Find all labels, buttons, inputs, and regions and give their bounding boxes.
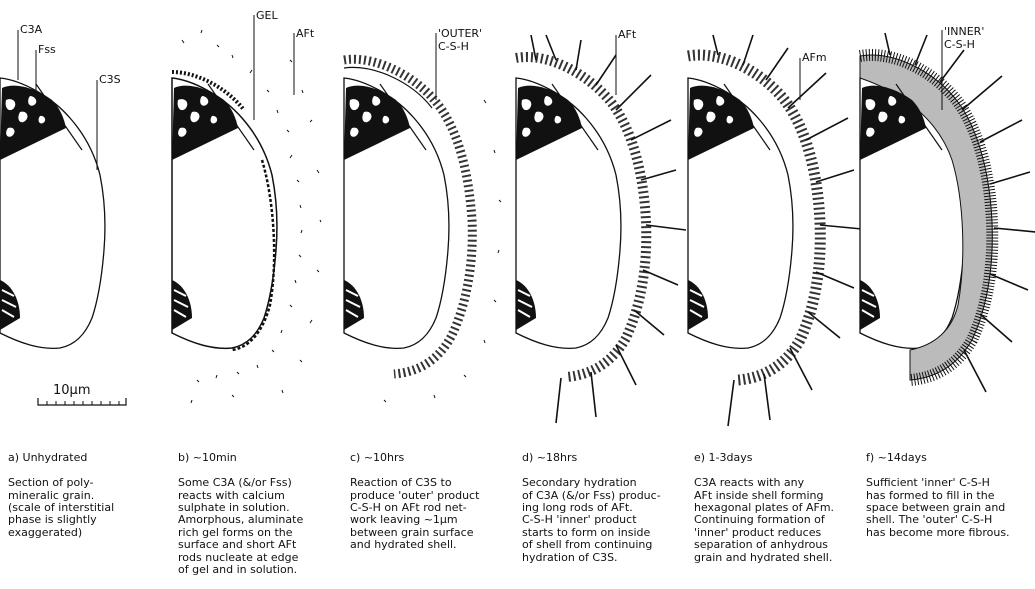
label-fss: Fss — [38, 43, 56, 56]
caption-f-body: Sufficient 'inner' C-S-H has formed to f… — [866, 477, 1034, 539]
panel-e-figure: AFm — [688, 35, 862, 426]
panel-a-figure: C3A Fss C3S 10µm — [0, 23, 126, 405]
caption-d: d) ~18hrs Secondary hydration of C3A (&/… — [522, 440, 687, 576]
label-inner: 'INNER' — [944, 25, 984, 38]
panel-b-figure: GEL AFt — [172, 9, 321, 403]
label-gel: GEL — [256, 9, 278, 22]
label-c3s: C3S — [99, 73, 121, 86]
caption-b-head: b) ~10min — [178, 452, 343, 464]
caption-b-body: Some C3A (&/or Fss) reacts with calcium … — [178, 477, 343, 576]
panel-c-figure: 'OUTER' C-S-H — [344, 27, 501, 402]
panel-d-figure: AFt — [516, 28, 686, 423]
caption-a-head: a) Unhydrated — [8, 452, 168, 464]
caption-e: e) 1-3days C3A reacts with any AFt insid… — [694, 440, 862, 576]
label-c3a: C3A — [20, 23, 43, 36]
caption-d-body: Secondary hydration of C3A (&/or Fss) pr… — [522, 477, 687, 564]
panel-f-figure: 'INNER' C-S-H — [860, 25, 1035, 392]
caption-c-head: c) ~10hrs — [350, 452, 515, 464]
label-csh-inner: C-S-H — [944, 38, 975, 51]
caption-d-head: d) ~18hrs — [522, 452, 687, 464]
caption-f: f) ~14days Sufficient 'inner' C-S-H has … — [866, 440, 1034, 552]
caption-a: a) Unhydrated Section of poly- mineralic… — [8, 440, 168, 552]
label-csh-outer: C-S-H — [438, 40, 469, 53]
scale-bar-label: 10µm — [53, 383, 90, 398]
caption-a-body: Section of poly- mineralic grain. (scale… — [8, 477, 168, 539]
label-aft: AFt — [296, 27, 315, 40]
label-afm: AFm — [802, 51, 827, 64]
caption-b: b) ~10min Some C3A (&/or Fss) reacts wit… — [178, 440, 343, 589]
label-aft-d: AFt — [618, 28, 637, 41]
label-outer: 'OUTER' — [438, 27, 482, 40]
caption-c-body: Reaction of C3S to produce 'outer' produ… — [350, 477, 515, 551]
caption-e-head: e) 1-3days — [694, 452, 862, 464]
caption-f-head: f) ~14days — [866, 452, 1034, 464]
caption-c: c) ~10hrs Reaction of C3S to produce 'ou… — [350, 440, 515, 564]
caption-e-body: C3A reacts with any AFt inside shell for… — [694, 477, 862, 564]
